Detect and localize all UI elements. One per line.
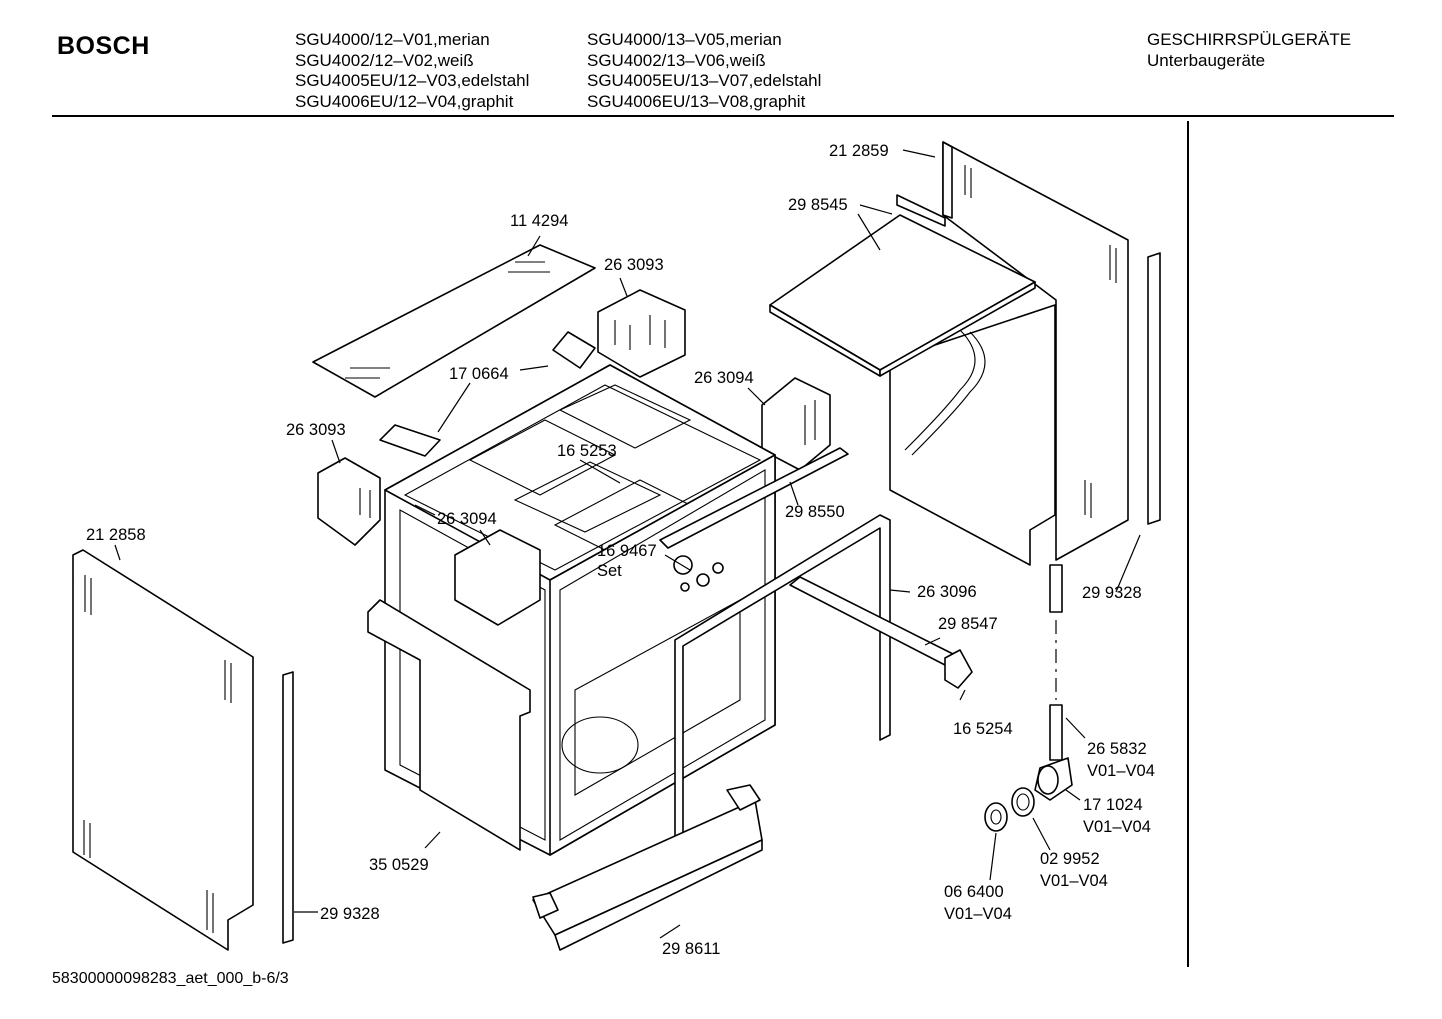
label-299328-left: 29 9328 [320, 905, 380, 923]
label-170664: 17 0664 [449, 365, 509, 383]
model-list-1: SGU4000/12–V01,merian SGU4002/12–V02,wei… [295, 30, 529, 112]
kick-plate [532, 784, 763, 951]
side-divider [1187, 121, 1189, 967]
label-066400: 06 6400 [944, 883, 1004, 901]
label-114294: 11 4294 [510, 212, 568, 230]
clip-left [379, 424, 441, 457]
document-id: 58300000098283_aet_000_b-6/3 [52, 970, 289, 987]
model-item: SGU4000/12–V01,merian [295, 30, 490, 49]
hose-fitting [1049, 564, 1063, 761]
model-item: SGU4000/13–V05,merian [587, 30, 782, 49]
label-169467: 16 9467 [597, 542, 657, 560]
top-plate [769, 194, 1036, 377]
label-263093-top: 26 3093 [604, 256, 664, 274]
label-298550: 29 8550 [785, 503, 845, 521]
insulation-panel [889, 304, 1056, 566]
label-171024: 17 1024 [1083, 796, 1143, 814]
model-list-2: SGU4000/13–V05,merian SGU4002/13–V06,wei… [587, 30, 821, 112]
side-rail [789, 576, 973, 689]
brand-logo: BOSCH [57, 32, 150, 60]
label-263093-left: 26 3093 [286, 421, 346, 439]
front-panel [367, 529, 541, 851]
model-item: SGU4005EU/13–V07,edelstahl [587, 71, 822, 90]
category-subtitle: Unterbaugeräte [1147, 50, 1266, 70]
part-labels: 21 2859 29 8545 11 4294 26 3093 17 0664 … [86, 142, 1155, 958]
label-263094-left: 26 3094 [437, 510, 497, 528]
trim-strip-left [282, 671, 294, 944]
seal-ring [1011, 787, 1035, 817]
category-title: GESCHIRRSPÜLGERÄTE [1147, 30, 1352, 49]
label-263094-right: 26 3094 [694, 369, 754, 387]
fastener-set [673, 555, 724, 592]
bracket-left [317, 457, 381, 546]
cover-strip [312, 244, 596, 398]
label-165253: 16 5253 [557, 442, 617, 460]
label-029952-variant: V01–V04 [1040, 872, 1108, 890]
label-066400-variant: V01–V04 [944, 905, 1012, 923]
label-350529: 35 0529 [369, 856, 429, 874]
category-block: GESCHIRRSPÜLGERÄTE Unterbaugeräte [1147, 30, 1351, 71]
label-029952: 02 9952 [1040, 850, 1100, 868]
model-item: SGU4002/13–V06,weiß [587, 50, 766, 70]
label-298611: 29 8611 [662, 940, 720, 958]
nut [984, 802, 1008, 832]
elbow-connector [1034, 757, 1073, 801]
label-165254: 16 5254 [953, 720, 1013, 738]
trim-strip-right [1147, 252, 1161, 525]
label-263096: 26 3096 [917, 583, 977, 601]
model-item: SGU4006EU/12–V04,graphit [295, 91, 514, 111]
label-265832-variant: V01–V04 [1087, 762, 1155, 780]
label-298545: 29 8545 [788, 196, 848, 214]
model-item: SGU4002/12–V02,weiß [295, 50, 474, 70]
label-212859: 21 2859 [829, 142, 889, 160]
leader-lines [114, 149, 1141, 939]
label-299328-right: 29 9328 [1082, 584, 1142, 602]
model-item: SGU4005EU/12–V03,edelstahl [295, 71, 530, 90]
label-265832: 26 5832 [1087, 740, 1147, 758]
clip-top [552, 331, 596, 369]
label-171024-variant: V01–V04 [1083, 818, 1151, 836]
header-divider [52, 115, 1394, 117]
label-169467-note: Set [597, 562, 622, 580]
rail-top [659, 447, 849, 549]
side-panel-right [942, 141, 1129, 561]
label-298547: 29 8547 [938, 615, 998, 633]
label-212858: 21 2858 [86, 526, 146, 544]
bracket-top [597, 289, 686, 378]
side-panel-left [72, 549, 254, 951]
model-item: SGU4006EU/13–V08,graphit [587, 91, 806, 111]
